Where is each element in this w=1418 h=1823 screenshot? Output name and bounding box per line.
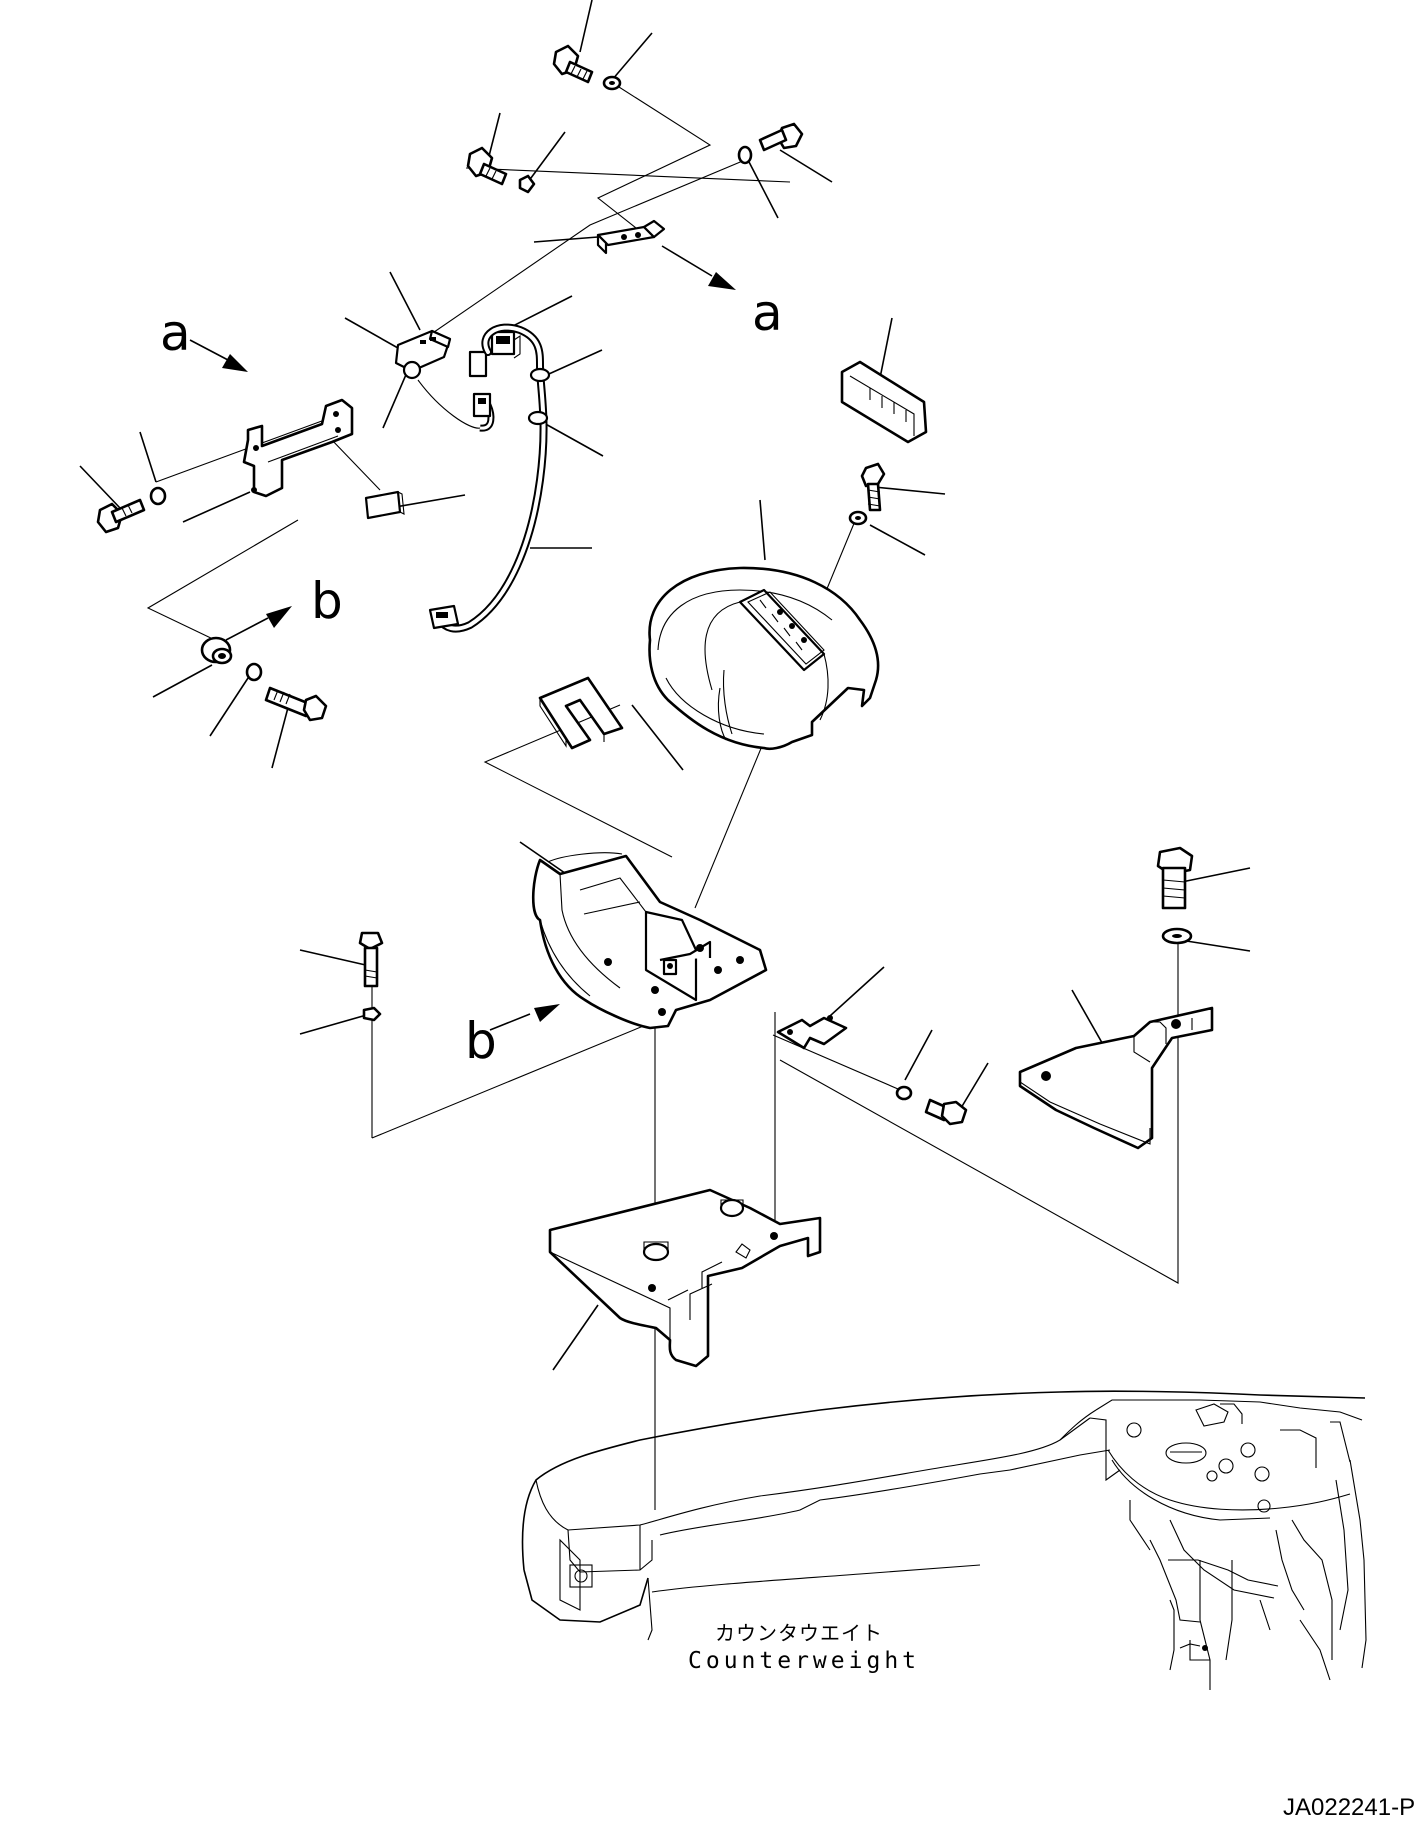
support-frame	[531, 852, 768, 1030]
u-spacer	[538, 676, 624, 750]
connector-lower	[428, 604, 460, 630]
nut-upper-left	[518, 174, 536, 194]
view-mark-a-left: a	[160, 304, 191, 362]
rubber-pad	[364, 490, 405, 520]
washer-lower-right	[895, 1085, 913, 1101]
view-mark-b-upper: b	[311, 572, 343, 630]
washer-lower-left	[245, 662, 263, 682]
drawing-code: JA022241-P	[1283, 1794, 1415, 1821]
limit-switch	[394, 329, 481, 429]
lock-cover-pad	[840, 360, 928, 444]
washer-left	[149, 486, 167, 506]
view-mark-a-right: a	[752, 284, 783, 342]
counterweight-label-ja: カウンタウエイト	[715, 1621, 883, 1645]
bolt-left	[96, 498, 146, 534]
bolt-right-large	[1156, 846, 1194, 910]
grommet	[200, 636, 233, 665]
connector-mid	[472, 392, 492, 418]
connector-upper	[490, 330, 521, 359]
bracket-lower	[548, 1188, 822, 1368]
harness-clamp-lower	[527, 410, 549, 426]
bolt-lower-left	[264, 686, 328, 722]
connector-clip	[468, 350, 488, 378]
view-mark-b-lower: b	[465, 1012, 497, 1070]
washer-vertical-left	[362, 1006, 382, 1022]
counterweight-label-en: Counterweight	[688, 1648, 920, 1674]
electrical	[364, 219, 666, 633]
view-marks: a a b b	[160, 284, 783, 1070]
switch-bracket-small	[596, 219, 666, 255]
bolt-vertical-left	[358, 931, 384, 988]
bolt-cover	[860, 462, 886, 512]
bolt-upper-right	[758, 122, 804, 152]
switch-mounting-plate	[242, 398, 354, 498]
hardware	[96, 44, 1194, 1126]
small-plate	[776, 1015, 848, 1050]
bolt-lower-right	[924, 1098, 968, 1126]
bolt-upper-left	[466, 146, 508, 186]
bolt-top	[552, 44, 594, 84]
view-arrows	[189, 245, 736, 1031]
bracket-right	[1018, 1006, 1214, 1150]
washer-upper-right	[737, 145, 753, 165]
leader-lines	[79, 0, 1251, 1371]
cover-housing	[648, 566, 880, 751]
counterweight-body	[521, 1390, 1367, 1690]
harness-clamp-upper	[529, 367, 551, 383]
